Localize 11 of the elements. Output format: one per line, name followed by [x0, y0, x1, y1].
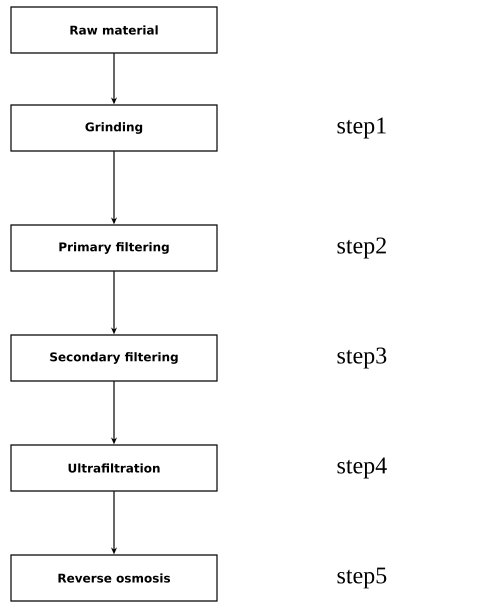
- process-box: Primary filtering: [10, 224, 218, 272]
- process-box: Ultrafiltration: [10, 444, 218, 492]
- process-box: Raw material: [10, 6, 218, 54]
- step-label: step3: [338, 348, 386, 368]
- step-label: step4: [338, 458, 387, 478]
- process-box: Reverse osmosis: [10, 554, 218, 602]
- step-label: step2: [338, 238, 386, 258]
- process-box: Secondary filtering: [10, 334, 218, 382]
- step-label: step1: [338, 118, 386, 138]
- process-box: Grinding: [10, 104, 218, 152]
- step-label: step5: [338, 568, 386, 588]
